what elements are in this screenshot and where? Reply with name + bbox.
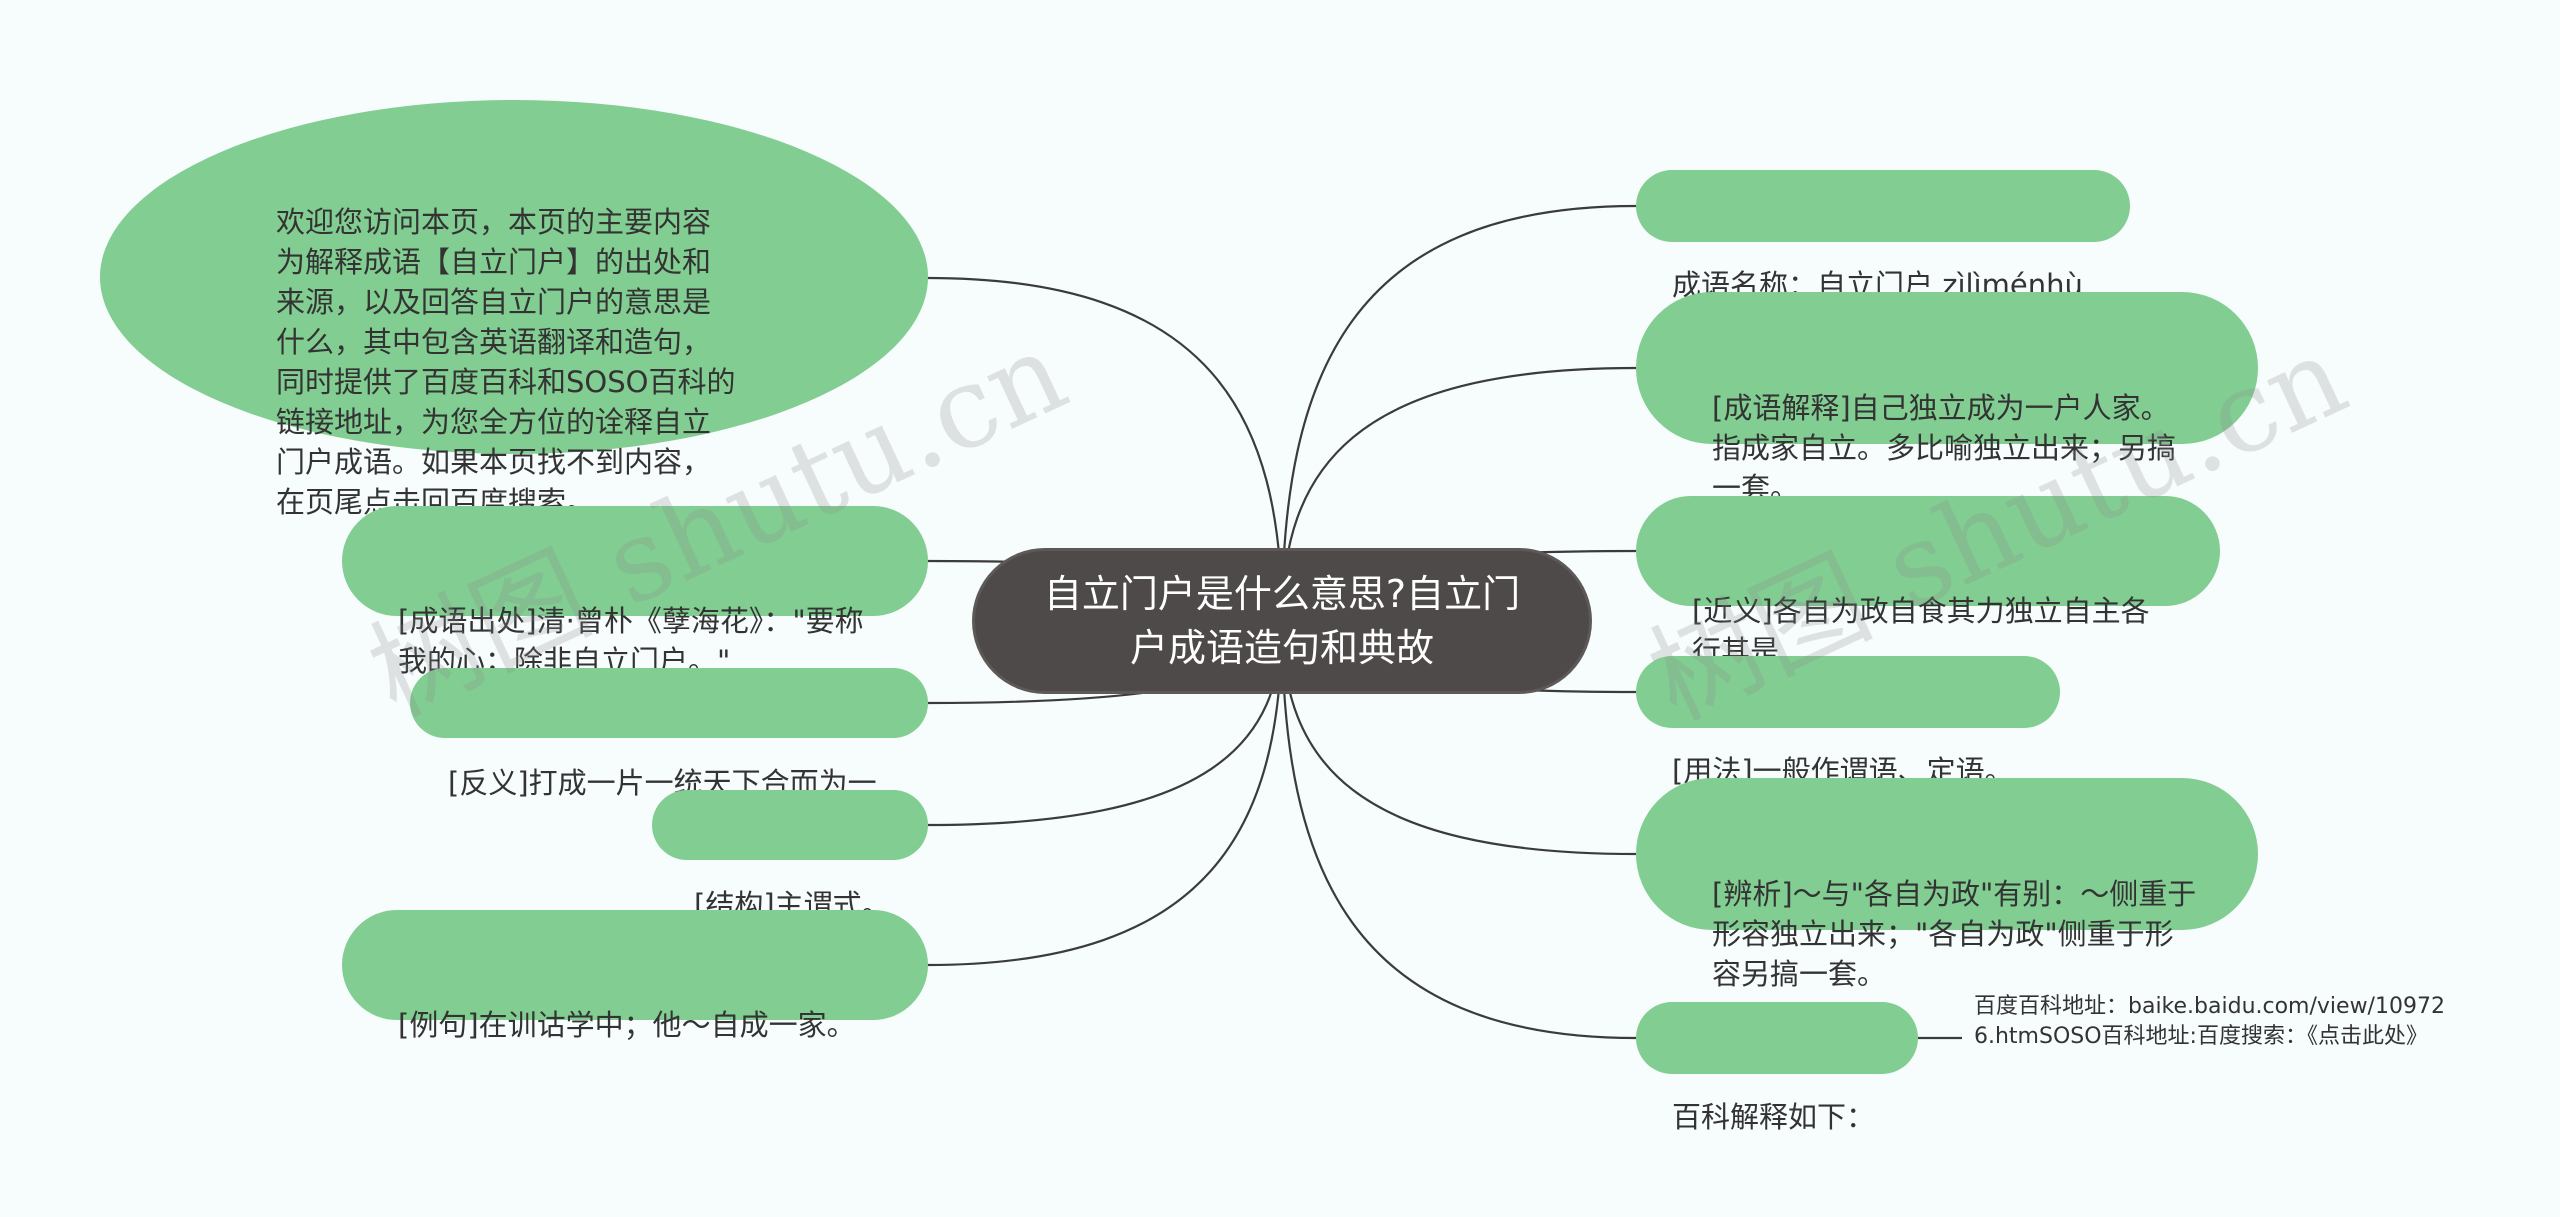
link-name bbox=[1280, 204, 1637, 622]
branch-source[interactable]: [成语出处]清·曾朴《孽海花》："要称我的心；除非自立门户。" bbox=[342, 506, 928, 678]
central-topic-label: 自立门户是什么意思?自立门户成语造句和典故 bbox=[1043, 572, 1521, 670]
branch-example-text: [例句]在训诂学中；他～自成一家。 bbox=[398, 1008, 856, 1042]
baike-detail[interactable]: 百度百科地址：baike.baidu.com/view/109726.htmSO… bbox=[1974, 992, 2454, 1052]
link-baike bbox=[1280, 620, 1637, 1040]
link-example bbox=[927, 620, 1284, 967]
baike-detail-text: 百度百科地址：baike.baidu.com/view/109726.htmSO… bbox=[1974, 994, 2445, 1049]
branch-baike[interactable]: 百科解释如下： bbox=[1636, 1002, 1918, 1134]
branch-structure[interactable]: [结构]主谓式。 bbox=[652, 790, 928, 922]
branch-meaning[interactable]: [成语解释]自己独立成为一户人家。指成家自立。多比喻独立出来；另搞一套。 bbox=[1636, 292, 2258, 505]
branch-analysis[interactable]: [辨析]～与"各自为政"有别：～侧重于形容独立出来；"各自为政"侧重于形容另搞一… bbox=[1636, 778, 2258, 991]
branch-baike-text: 百科解释如下： bbox=[1672, 1100, 1876, 1134]
branch-name[interactable]: 成语名称：自立门户 zìlìménhù bbox=[1636, 170, 2130, 302]
branch-analysis-text: [辨析]～与"各自为政"有别：～侧重于形容独立出来；"各自为政"侧重于形容另搞一… bbox=[1712, 877, 2197, 991]
branch-synonym-text: [近义]各自为政自食其力独立自主各行其是 bbox=[1692, 594, 2150, 668]
branch-usage[interactable]: [用法]一般作谓语、定语。 bbox=[1636, 656, 2060, 788]
branch-intro-text: 欢迎您访问本页，本页的主要内容为解释成语【自立门户】的出处和来源，以及回答自立门… bbox=[276, 205, 736, 519]
branch-example[interactable]: [例句]在训诂学中；他～自成一家。 bbox=[342, 910, 928, 1042]
branch-synonym[interactable]: [近义]各自为政自食其力独立自主各行其是 bbox=[1636, 496, 2220, 668]
branch-antonym[interactable]: [反义]打成一片一统天下合而为一 bbox=[410, 668, 928, 800]
branch-intro[interactable]: 欢迎您访问本页，本页的主要内容为解释成语【自立门户】的出处和来源，以及回答自立门… bbox=[100, 100, 928, 519]
link-intro bbox=[927, 276, 1284, 622]
branch-source-text: [成语出处]清·曾朴《孽海花》："要称我的心；除非自立门户。" bbox=[398, 604, 864, 678]
branch-meaning-text: [成语解释]自己独立成为一户人家。指成家自立。多比喻独立出来；另搞一套。 bbox=[1712, 391, 2177, 505]
central-topic[interactable]: 自立门户是什么意思?自立门户成语造句和典故 bbox=[972, 548, 1592, 694]
